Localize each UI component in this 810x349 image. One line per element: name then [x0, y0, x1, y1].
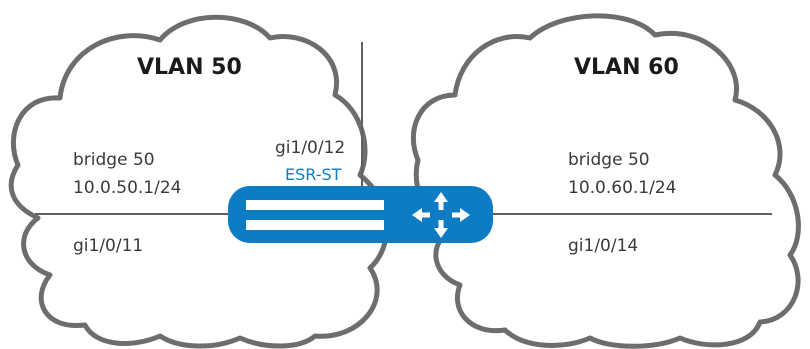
router-esr-st — [228, 186, 493, 243]
vlan50-port-label: gi1/0/11 — [73, 236, 144, 256]
vlan60-title: VLAN 60 — [574, 55, 679, 80]
vlan60-ip-label: 10.0.60.1/24 — [568, 178, 677, 198]
vlan50-ip-label: 10.0.50.1/24 — [73, 178, 182, 198]
vlan50-bridge-label: bridge 50 — [73, 150, 155, 170]
vlan60-cloud — [410, 13, 801, 349]
vlan50-cloud — [8, 14, 390, 349]
router-port-label: gi1/0/12 — [275, 138, 346, 158]
vlan60-bridge-label: bridge 50 — [568, 150, 650, 170]
router-arrows-icon — [412, 192, 470, 238]
vlan50-title: VLAN 50 — [137, 55, 242, 80]
router-name-label: ESR-ST — [285, 165, 342, 184]
router-slot-top — [246, 200, 384, 210]
router-slot-bottom — [246, 220, 384, 230]
vlan60-port-label: gi1/0/14 — [568, 236, 639, 256]
